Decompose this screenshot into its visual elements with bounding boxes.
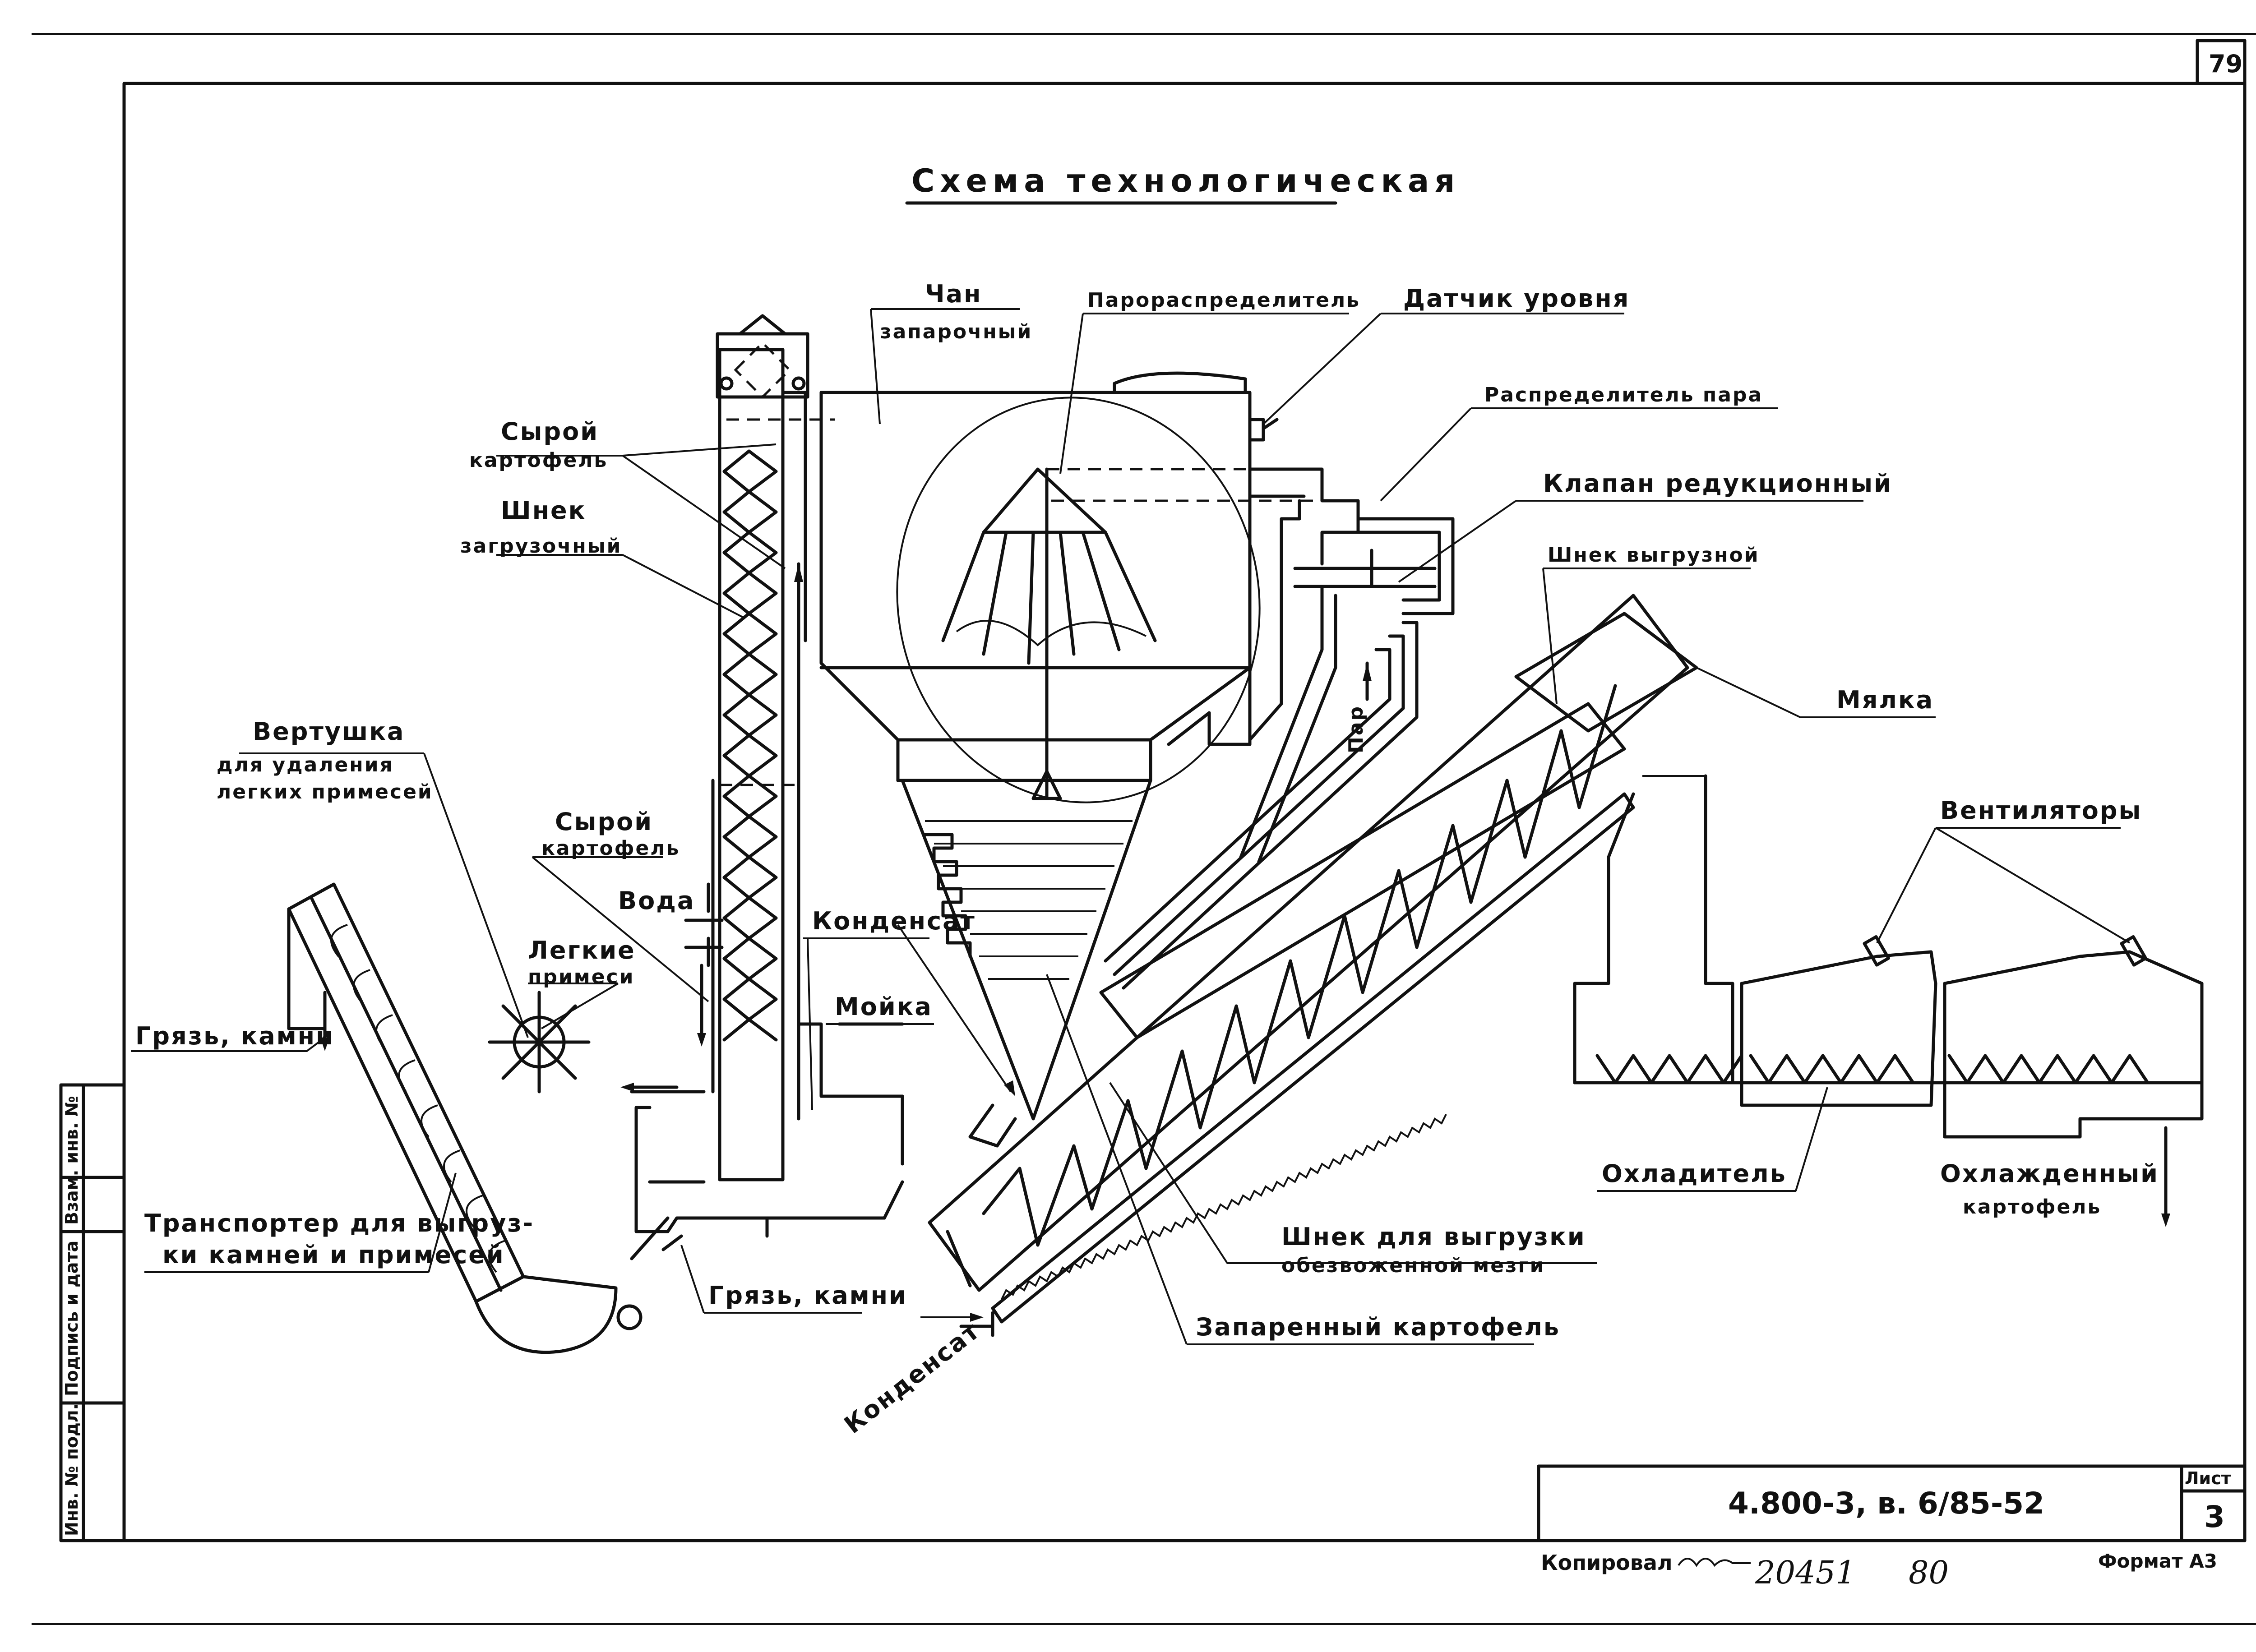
steaming-tank <box>726 371 1322 1148</box>
label-okhl-1: Охлажденный <box>1940 1159 2159 1188</box>
label-legkie: Легкие <box>528 936 636 964</box>
label-chan: Чан <box>925 280 982 308</box>
label-kartofel-1: картофель <box>469 449 608 472</box>
label-kartofel-2: картофель <box>541 837 680 860</box>
coolers <box>1573 774 2204 1227</box>
label-parorasp: Парораспределитель <box>1087 289 1360 312</box>
sheet-frame <box>32 33 2256 1625</box>
stamp-kopiroval: Копировал <box>1541 1550 1673 1575</box>
label-shnek: Шнек <box>501 496 586 525</box>
label-okhl-2: картофель <box>1963 1195 2101 1218</box>
label-rasp-para: Распределитель пара <box>1484 383 1763 406</box>
signature-scribble <box>1678 1558 1751 1567</box>
label-transp-2: ки камней и примесей <box>162 1241 505 1269</box>
label-gryaz-1: Грязь, камни <box>135 1022 334 1050</box>
title-block: 4.800-3, в. 6/85-52 Лист 3 Копировал 204… <box>1537 1464 2247 1591</box>
label-vert-3: легких примесей <box>217 780 433 803</box>
leader-lines <box>131 308 2131 1345</box>
stamp-code: 4.800-3, в. 6/85-52 <box>1728 1486 2044 1521</box>
side-stamp-podpis: Подпись и дата <box>62 1241 82 1396</box>
label-klapan: Клапан редукционный <box>1543 469 1892 498</box>
label-syroy-2: Сырой <box>555 808 653 836</box>
labels: Чан запарочный Парораспределитель Датчик… <box>135 280 2159 1439</box>
side-stamp-inv: Инв. № подл. <box>62 1403 82 1536</box>
label-zapareny: Запаренный картофель <box>1196 1313 1560 1341</box>
side-stamp: Инв. № подл. Подпись и дата Взам. инв. № <box>59 1083 126 1542</box>
label-voda: Вода <box>618 886 695 915</box>
stamp-list-value: 3 <box>2204 1500 2225 1534</box>
label-ventilyatory: Вентиляторы <box>1940 796 2142 825</box>
label-vertushka: Вертушка <box>253 717 405 746</box>
page-title: Схема технологическая <box>911 162 1460 199</box>
steam-distributor-piping <box>1104 467 1455 990</box>
stamp-format: Формат А3 <box>2098 1550 2217 1572</box>
label-vert-2: для удаления <box>217 753 394 776</box>
label-myalka: Мялка <box>1836 686 1934 714</box>
label-okhladitel: Охладитель <box>1602 1159 1787 1188</box>
label-moyka: Мойка <box>835 992 933 1021</box>
pinwheel-separator <box>488 991 591 1094</box>
washer-and-loading-screw <box>620 314 904 1260</box>
label-datchik: Датчик уровня <box>1403 284 1630 313</box>
label-gryaz-2: Грязь, камни <box>708 1281 907 1310</box>
stamp-number: 20451 <box>1755 1554 1856 1591</box>
label-shnek-mezgi-2: обезвоженной мезги <box>1281 1254 1545 1277</box>
label-syroy-1: Сырой <box>501 417 599 446</box>
label-par: Пар <box>1345 705 1368 753</box>
label-zagruz: загрузочный <box>460 535 622 558</box>
stamp-number2: 80 <box>1909 1554 1949 1591</box>
label-transp-1: Транспортер для выгруз- <box>144 1209 534 1237</box>
label-kondensat-1: Конденсат <box>812 907 976 935</box>
label-zaparochny: запарочный <box>880 320 1032 343</box>
stamp-list-label: Лист <box>2185 1468 2231 1488</box>
side-stamp-vzam: Взам. инв. № <box>62 1096 82 1225</box>
label-kondensat-2: Конденсат <box>839 1316 985 1439</box>
label-shnek-mezgi-1: Шнек для выгрузки <box>1281 1223 1586 1251</box>
label-primesi: примеси <box>528 965 634 988</box>
page-number: 79 <box>2209 50 2242 78</box>
label-shnek-vygr: Шнек выгрузной <box>1548 544 1760 567</box>
